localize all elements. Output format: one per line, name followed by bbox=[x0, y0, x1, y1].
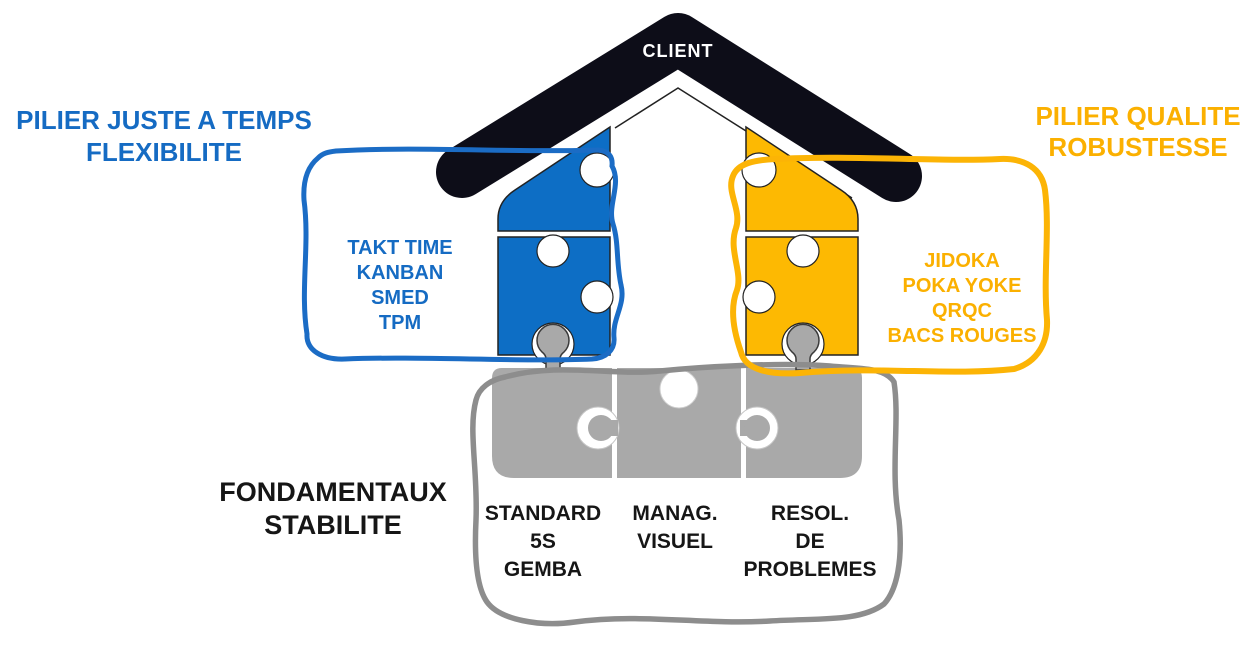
quality-tool-item: POKA YOKE bbox=[902, 275, 1022, 297]
foundation-group-management: MANAG. VISUEL bbox=[595, 500, 755, 556]
foundation-piece-right bbox=[746, 368, 862, 478]
quality-piece-bottom bbox=[745, 236, 859, 356]
quality-lasso-outline bbox=[728, 154, 1051, 377]
foundation-item: DE bbox=[795, 530, 825, 553]
quality-foundation-tab bbox=[786, 323, 820, 371]
jit-socket-middle bbox=[536, 234, 570, 268]
jit-title-line2: FLEXIBILITE bbox=[86, 137, 242, 167]
quality-pillar-title: PILIER QUALITE ROBUSTESSE bbox=[1013, 101, 1258, 163]
quality-title-line1: PILIER QUALITE bbox=[1035, 101, 1241, 131]
jit-title-line1: PILIER JUSTE A TEMPS bbox=[16, 105, 312, 135]
foundation-piece-left bbox=[492, 368, 612, 478]
quality-title-line2: ROBUSTESSE bbox=[1048, 132, 1228, 162]
jit-pillar-title: PILIER JUSTE A TEMPS FLEXIBILITE bbox=[0, 104, 328, 168]
quality-tool-item: JIDOKA bbox=[924, 250, 1000, 272]
jit-piece-bottom bbox=[497, 236, 611, 356]
jit-tool-item: KANBAN bbox=[356, 262, 444, 284]
foundation-piece-middle bbox=[617, 368, 741, 478]
jit-tools-list: TAKT TIME KANBAN SMED TPM bbox=[315, 236, 485, 336]
roof-shape bbox=[436, 13, 922, 202]
foundation-item: RESOL. bbox=[770, 502, 850, 525]
foundation-item: GEMBA bbox=[503, 558, 583, 581]
foundation-group-standard: STANDARD 5S GEMBA bbox=[463, 500, 623, 584]
foundation-item: 5S bbox=[530, 530, 556, 553]
quality-tool-item: BACS ROUGES bbox=[887, 325, 1037, 347]
jit-piece-top bbox=[497, 125, 611, 232]
foundation-group-problem-solving: RESOL. DE PROBLEMES bbox=[722, 500, 898, 584]
foundation-item: PROBLEMES bbox=[743, 558, 877, 581]
jit-socket-lower bbox=[580, 280, 614, 314]
quality-piece-top bbox=[745, 125, 859, 232]
foundation-tab-left bbox=[588, 415, 614, 441]
quality-socket-lower bbox=[742, 280, 776, 314]
quality-tools-list: JIDOKA POKA YOKE QRQC BACS ROUGES bbox=[852, 249, 1072, 349]
jit-foundation-tab bbox=[536, 323, 570, 371]
jit-tool-item: SMED bbox=[371, 287, 429, 309]
foundation-socket-top bbox=[659, 369, 699, 409]
foundation-item: MANAG. bbox=[632, 502, 718, 525]
client-text: CLIENT bbox=[642, 41, 714, 61]
jit-lasso-outline bbox=[301, 146, 625, 363]
jit-pillar-pieces bbox=[497, 125, 615, 371]
foundation-title: FONDAMENTAUX STABILITE bbox=[203, 476, 463, 542]
foundation-tab-right bbox=[744, 415, 770, 441]
quality-tool-item: QRQC bbox=[932, 300, 992, 322]
foundation-item: STANDARD bbox=[484, 502, 602, 525]
foundation-title-line1: FONDAMENTAUX bbox=[219, 477, 447, 507]
foundation-item: VISUEL bbox=[637, 530, 713, 553]
jit-tool-item: TPM bbox=[378, 312, 422, 334]
foundation-lasso-outline bbox=[470, 361, 903, 627]
foundation-title-line2: STABILITE bbox=[264, 510, 402, 540]
client-label: CLIENT bbox=[613, 41, 743, 62]
foundation-pieces bbox=[492, 368, 862, 478]
quality-socket-middle bbox=[786, 234, 820, 268]
jit-tool-item: TAKT TIME bbox=[347, 237, 453, 259]
quality-pillar-pieces bbox=[741, 125, 859, 371]
